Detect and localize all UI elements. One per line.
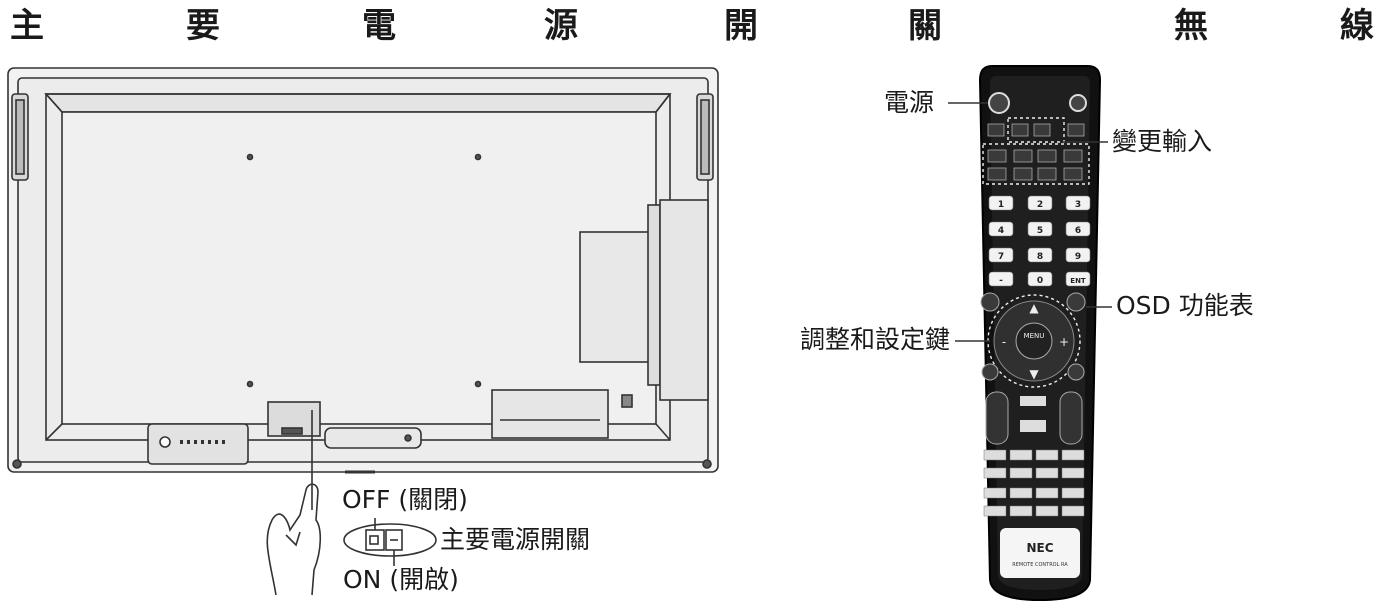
input-change-label: 變更輸入 <box>1112 127 1213 156</box>
key-3: 3 <box>1075 200 1081 210</box>
key-0: 0 <box>1037 276 1043 286</box>
main-power-switch-label: 主要電源開關 <box>440 525 591 554</box>
power-label: 電源 <box>884 88 935 117</box>
key-6: 6 <box>1075 226 1081 236</box>
hand-pointer-icon <box>266 483 322 596</box>
key-5: 5 <box>1037 226 1043 236</box>
key-ent: ENT <box>1070 277 1086 285</box>
heading-char-8: 線 <box>1340 6 1374 46</box>
remote-subtitle: REMOTE CONTROL RA <box>1012 562 1068 568</box>
heading-char-3: 電 <box>362 6 396 46</box>
svg-text:▲: ▲ <box>1029 301 1039 315</box>
osd-menu-label: OSD 功能表 <box>1116 291 1254 320</box>
key-8: 8 <box>1037 252 1043 262</box>
main-power-switch-icon <box>343 518 437 566</box>
key-2: 2 <box>1037 200 1043 210</box>
heading-char-2: 要 <box>186 6 220 46</box>
key-1: 1 <box>998 200 1004 210</box>
key-4: 4 <box>998 226 1004 236</box>
display-rear-view <box>7 67 719 510</box>
heading-char-4: 源 <box>544 6 578 46</box>
remote-control: 1 2 3 4 5 6 7 8 9 - 0 ENT MENU ▲ ▼ - + <box>978 65 1102 602</box>
svg-text:▼: ▼ <box>1029 367 1039 381</box>
heading-char-6: 關 <box>908 6 942 46</box>
key-9: 9 <box>1075 252 1081 262</box>
svg-text:-: - <box>1002 335 1006 349</box>
heading-char-5: 開 <box>724 6 758 46</box>
menu-key-label: MENU <box>1024 332 1045 340</box>
remote-brand-logo: NEC <box>1026 541 1053 555</box>
key-dash: - <box>999 276 1003 286</box>
callout-lines <box>948 102 1112 342</box>
on-label: ON (開啟) <box>343 565 459 594</box>
heading-char-1: 主 <box>10 6 44 46</box>
adjust-keys-label: 調整和設定鍵 <box>800 325 951 354</box>
off-label: OFF (關閉) <box>342 485 468 514</box>
key-7: 7 <box>998 252 1004 262</box>
svg-text:+: + <box>1059 335 1069 349</box>
heading-char-7: 無 <box>1174 6 1208 46</box>
